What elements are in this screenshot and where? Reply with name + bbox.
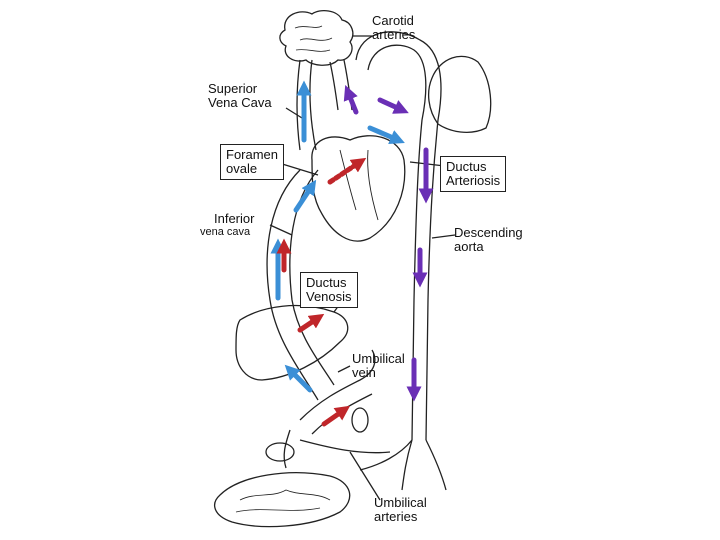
label-vena-cava: vena cava [200,226,251,238]
flow-arrow-icon [284,364,313,393]
heart-icon [311,135,406,242]
label-ductus-arteriosis: Ductus Arteriosis [440,156,507,192]
label-carotid-arteries: Carotid arteries [372,13,416,42]
placenta-icon [214,472,351,528]
label-umbilical-vein: Umbilical vein [352,351,405,380]
flow-arrow-icon [377,97,409,114]
label-descending-aorta: Descending aorta [454,225,523,254]
label-superior-vena-cava: Superior Vena Cava [208,81,272,110]
lung-icon [427,55,492,134]
flow-arrow-icon [297,313,325,333]
flow-arrow-icon [367,125,405,144]
label-umbilical-arteries: Umbilical arteries [374,495,427,524]
flow-arrow-icon [293,179,317,213]
label-inferior: Inferior [214,211,255,226]
flow-arrow-icon [321,405,351,427]
flow-arrow-icon [343,85,359,115]
label-foramen-ovale: Foramen ovale [220,144,285,180]
flow-arrow-icon [327,157,367,185]
label-ductus-venosis: Ductus Venosis [300,272,358,308]
brain-icon [279,9,354,66]
